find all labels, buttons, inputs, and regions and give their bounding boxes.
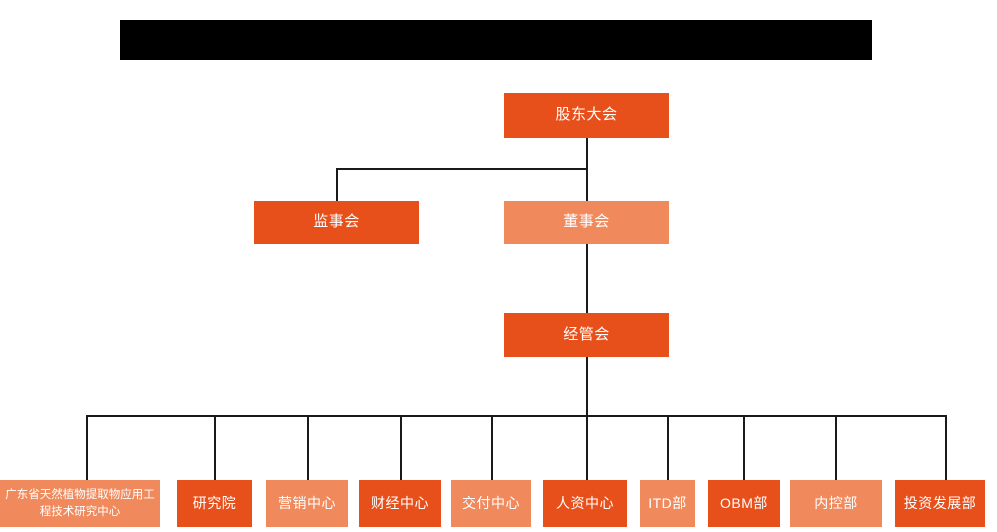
node-dept-finance-center[interactable]: 财经中心	[359, 480, 441, 527]
node-dept-research-institute[interactable]: 研究院	[177, 480, 252, 527]
connector-department-bus	[86, 415, 946, 417]
connector-dept-drop-5	[491, 415, 493, 480]
node-dept-marketing-center[interactable]: 营销中心	[266, 480, 348, 527]
node-dept-obm[interactable]: OBM部	[708, 480, 780, 527]
connector-dept-drop-6	[586, 415, 588, 480]
connector-directors-to-management	[586, 243, 588, 313]
node-dept-guangdong-research-center[interactable]: 广东省天然植物提取物应用工程技术研究中心	[0, 480, 160, 527]
node-dept-itd[interactable]: ITD部	[640, 480, 695, 527]
connector-dept-drop-7	[667, 415, 669, 480]
node-management-committee[interactable]: 经管会	[504, 313, 669, 357]
connector-dept-drop-4	[400, 415, 402, 480]
connector-dept-drop-2	[214, 415, 216, 480]
connector-directors-down	[586, 168, 588, 201]
connector-level2-bus	[336, 168, 588, 170]
connector-dept-drop-1	[86, 415, 88, 480]
node-dept-hr-center[interactable]: 人资中心	[543, 480, 627, 527]
node-dept-delivery-center[interactable]: 交付中心	[451, 480, 531, 527]
node-dept-investment-development[interactable]: 投资发展部	[895, 480, 985, 527]
connector-dept-drop-3	[307, 415, 309, 480]
connector-supervisors-down	[336, 168, 338, 201]
connector-dept-drop-10	[945, 415, 947, 480]
node-board-of-directors[interactable]: 董事会	[504, 201, 669, 244]
connector-dept-drop-8	[743, 415, 745, 480]
connector-management-down	[586, 357, 588, 415]
connector-shareholders-down	[586, 138, 588, 168]
connector-dept-drop-9	[835, 415, 837, 480]
redacted-title-banner	[120, 20, 872, 60]
node-board-of-supervisors[interactable]: 监事会	[254, 201, 419, 244]
node-shareholders-meeting[interactable]: 股东大会	[504, 93, 669, 138]
node-dept-internal-control[interactable]: 内控部	[790, 480, 882, 527]
